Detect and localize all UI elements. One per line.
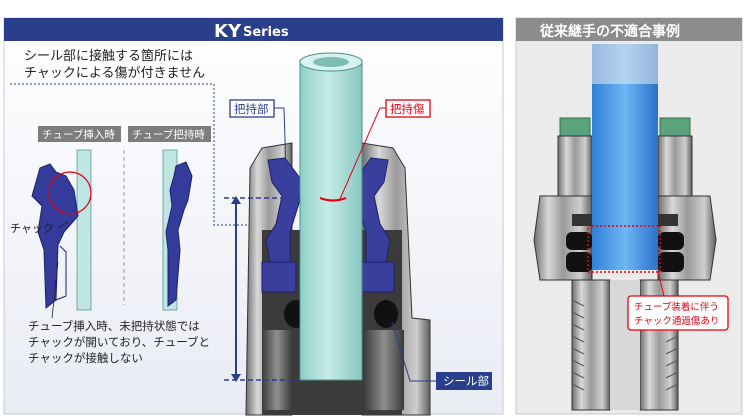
desc-leader [51, 261, 59, 319]
tab-hold-box [128, 126, 211, 142]
conventional-panel: 従来継手の不適合事例 [515, 17, 743, 415]
ky-series-panel: KY Series シール部に接触する箇所には チャックによる傷が付きません チ… [3, 17, 504, 416]
grip-scratch-leader [339, 107, 386, 200]
scratch-callout-line-1: チューブ装着に伴う [634, 301, 719, 313]
seal-leader [391, 321, 436, 382]
insert-state-drawing [31, 149, 92, 311]
contact-highlight-circle [48, 171, 92, 215]
ky-header-bar [4, 18, 503, 41]
tab-hold-label: チューブ把持時 [132, 128, 205, 141]
grip-leader [274, 107, 287, 173]
desc-line-3: チャックが接触しない [28, 351, 143, 365]
contact-range-arrow [224, 196, 300, 382]
desc-line-1: チューブ挿入時、未把持状態では [28, 319, 200, 333]
grip-scratch-label: 把持傷 [390, 102, 425, 116]
ky-fitting-cutaway [245, 52, 431, 416]
seal-label-box [436, 372, 492, 390]
conventional-header-title: 従来継手の不適合事例 [539, 23, 680, 40]
desc-line-2: チャックが開いており、チューブと [28, 335, 210, 349]
hold-state-drawing [162, 149, 193, 311]
ky-header-sub: Series [243, 25, 289, 40]
grip-label: 把持部 [234, 102, 269, 116]
seal-label: シール部 [443, 374, 489, 388]
conventional-header-bar [516, 18, 742, 41]
scratch-callout-line-2: チャック通過傷あり [634, 315, 719, 327]
ky-header-title: KY [214, 21, 242, 42]
tab-insert-box [38, 126, 121, 142]
note-line-1: シール部に接触する箇所には [24, 48, 193, 64]
note-line-2: チャックによる傷が付きません [24, 66, 205, 81]
chuck-leader [57, 221, 69, 229]
scratch-callout-box [627, 295, 729, 331]
pass-through-scratch-mark [587, 225, 661, 273]
tab-insert-label: チューブ挿入時 [42, 128, 115, 141]
chuck-label: チャック [10, 222, 54, 235]
note-leader-line [10, 83, 250, 226]
grip-scratch-mark [319, 196, 347, 202]
ky-tube [299, 59, 363, 381]
